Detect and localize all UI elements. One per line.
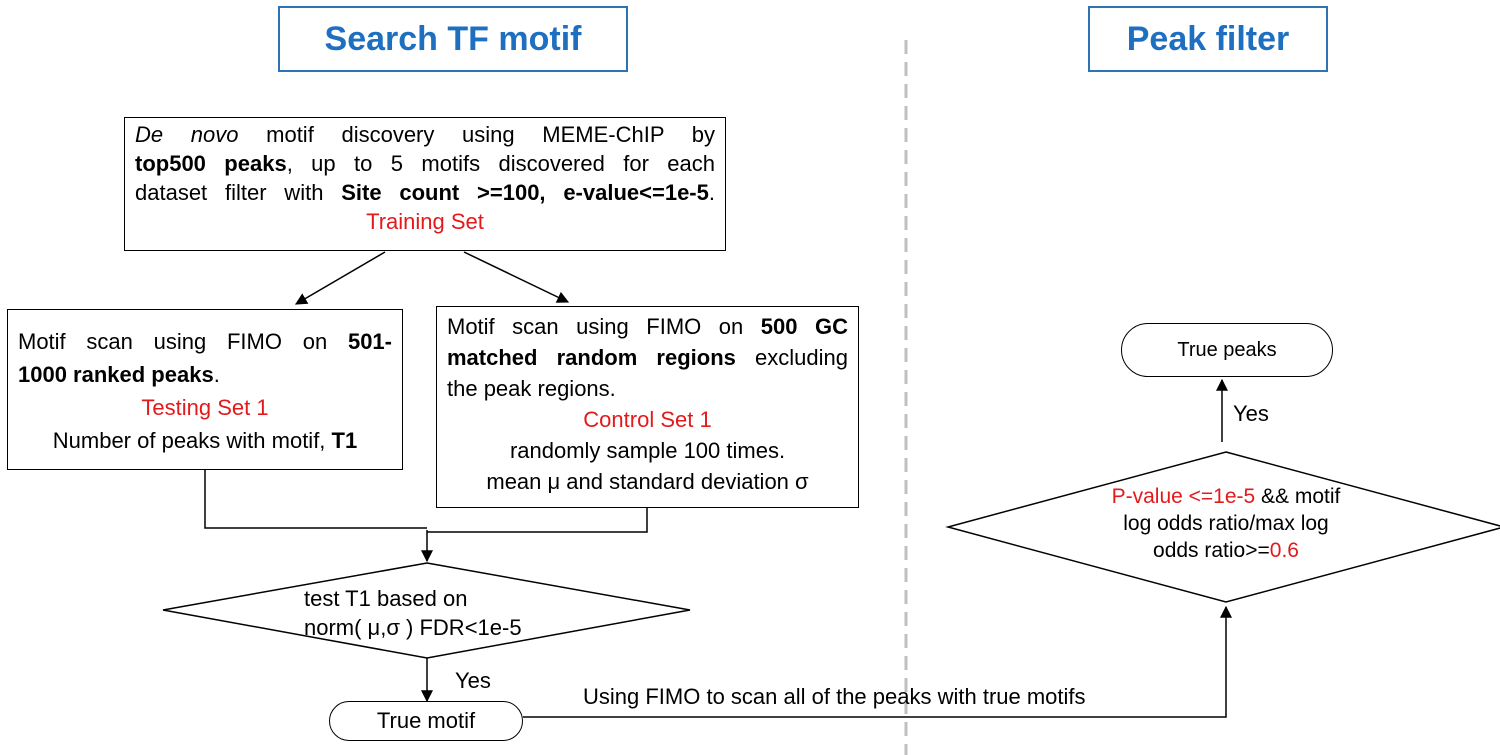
discovery-line2: , up to 5 motifs discovered for each bbox=[286, 151, 715, 176]
testing-set-label: Testing Set 1 bbox=[141, 395, 269, 420]
testing-line4: Number of peaks with motif, bbox=[52, 428, 332, 453]
discovery-line1: motif discovery using MEME-ChIP by bbox=[238, 122, 715, 147]
testing-set-box: Motif scan using FIMO on 501- 1000 ranke… bbox=[7, 309, 403, 470]
test-diamond-line2: norm( μ,σ ) FDR<1e-5 bbox=[304, 615, 522, 640]
testing-line1: Motif scan using FIMO on bbox=[18, 329, 348, 354]
arrow-to-filter-diamond bbox=[523, 605, 1232, 718]
filter-diamond-text: P-value <=1e-5 && motif log odds ratio/m… bbox=[1066, 483, 1386, 564]
odds-ratio-threshold: 0.6 bbox=[1269, 539, 1299, 562]
test-diamond-line1: test T1 based on bbox=[304, 586, 468, 611]
training-set-label: Training Set bbox=[366, 209, 484, 234]
arrow-to-testing bbox=[294, 251, 386, 305]
motif-discovery-box: De novo motif discovery using MEME-ChIP … bbox=[124, 117, 726, 251]
ranked-peaks-text-a: 501- bbox=[347, 329, 392, 354]
merge-connector-right bbox=[427, 508, 648, 533]
merge-connector bbox=[204, 470, 427, 529]
ranked-peaks-text-b: 1000 ranked peaks bbox=[18, 362, 214, 387]
true-peaks-node: True peaks bbox=[1121, 323, 1333, 377]
test-diamond-text: test T1 based on norm( μ,σ ) FDR<1e-5 bbox=[290, 584, 560, 642]
control-line5: randomly sample 100 times. bbox=[509, 438, 786, 463]
site-count-filter-text: Site count >=100, e-value<=1e-5 bbox=[341, 180, 709, 205]
filter-line1: && motif bbox=[1255, 485, 1341, 508]
yes-label-left: Yes bbox=[455, 668, 491, 693]
control-line6: mean μ and standard deviation σ bbox=[486, 469, 809, 494]
arrow-to-control bbox=[463, 251, 570, 303]
section-title-peak-filter: Peak filter bbox=[1088, 6, 1328, 72]
filter-line2: log odds ratio/max log bbox=[1123, 512, 1329, 535]
section-title-search-tf-motif: Search TF motif bbox=[278, 6, 628, 72]
discovery-line3-end: . bbox=[708, 180, 715, 205]
control-line2: excluding bbox=[735, 345, 848, 370]
gc-matched-text-a: 500 GC bbox=[760, 314, 848, 339]
control-set-label: Control Set 1 bbox=[583, 407, 712, 432]
t1-text: T1 bbox=[331, 428, 358, 453]
discovery-line3: dataset filter with bbox=[135, 180, 342, 205]
filter-line3: odds ratio>= bbox=[1153, 539, 1270, 562]
yes-label-right: Yes bbox=[1233, 401, 1269, 426]
top500-peaks-text: top500 peaks bbox=[135, 151, 287, 176]
testing-line2-end: . bbox=[213, 362, 220, 387]
control-set-box: Motif scan using FIMO on 500 GC matched … bbox=[436, 306, 859, 508]
true-motif-node: True motif bbox=[329, 701, 523, 741]
p-value-threshold: P-value <=1e-5 bbox=[1111, 485, 1256, 508]
scan-all-peaks-label: Using FIMO to scan all of the peaks with… bbox=[583, 684, 1086, 709]
control-line1: Motif scan using FIMO on bbox=[447, 314, 761, 339]
de-novo-text: De novo bbox=[135, 122, 239, 147]
control-line3: the peak regions. bbox=[447, 376, 616, 401]
gc-matched-text-b: matched random regions bbox=[447, 345, 736, 370]
filter-diamond bbox=[945, 451, 1500, 603]
